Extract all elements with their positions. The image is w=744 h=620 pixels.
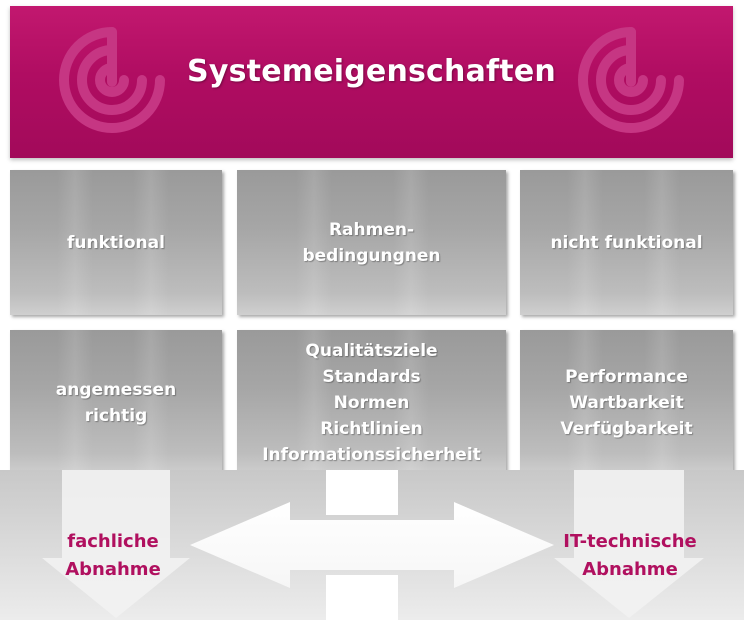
title-banner: Systemeigenschaften (10, 6, 733, 158)
detail-box-nonfunctional: Performance Wartbarkeit Verfügbarkeit (520, 330, 733, 475)
horizontal-double-arrow (190, 502, 554, 588)
acceptance-label-technical: IT-technische Abnahme (563, 531, 697, 580)
logo-icon (578, 27, 684, 133)
detail-box-constraints: Qualitätsziele Standards Normen Richtlin… (237, 330, 506, 475)
box-text: angemessen richtig (55, 379, 177, 426)
box-text: Rahmen- bedingungnen (302, 219, 441, 266)
double-headed-arrow-icon (0, 470, 744, 620)
box-text: Performance Wartbarkeit Verfügbarkeit (560, 366, 693, 439)
down-arrow-right (554, 470, 704, 618)
detail-box-functional: angemessen richtig (10, 330, 222, 475)
category-box-nonfunctional: nicht funktional (520, 170, 733, 315)
acceptance-label-business: fachliche Abnahme (65, 531, 161, 580)
page-title: Systemeigenschaften (187, 54, 556, 89)
logo-icon (59, 27, 165, 133)
category-box-constraints: Rahmen- bedingungnen (237, 170, 506, 315)
box-text: funktional (67, 232, 165, 253)
box-text: Qualitätsziele Standards Normen Richtlin… (262, 340, 481, 465)
category-box-functional: funktional (10, 170, 222, 315)
down-arrow-left (42, 470, 190, 618)
box-text: nicht funktional (550, 232, 703, 253)
